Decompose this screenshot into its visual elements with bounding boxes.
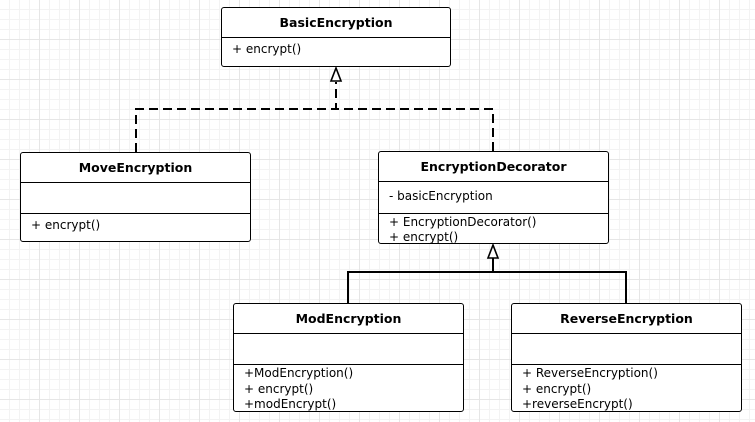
attributes-compartment [21,183,250,213]
class-encryption-decorator[interactable]: EncryptionDecorator - basicEncryption + … [378,151,609,244]
method: + ReverseEncryption() [522,366,658,380]
inheritance-arrowhead [486,242,500,259]
inheritance-mod-to-decorator [347,271,493,303]
class-move-encryption[interactable]: MoveEncryption + encrypt() [20,152,251,242]
methods-compartment: + ReverseEncryption() + encrypt() +rever… [512,364,741,415]
method: + encrypt() [244,381,314,396]
methods-compartment: +ModEncryption() + encrypt() +modEncrypt… [234,364,463,415]
method: + EncryptionDecorator() [389,215,537,229]
realization-decorator-to-basic [335,82,494,151]
class-mod-encryption[interactable]: ModEncryption +ModEncryption() + encrypt… [233,303,464,412]
method: + encrypt() [31,218,101,232]
method: +ModEncryption() [244,366,354,380]
methods-compartment: + encrypt() [21,213,250,235]
class-name: ModEncryption [234,304,463,334]
class-name: MoveEncryption [21,153,250,183]
method: + encrypt() [389,230,459,244]
method: +reverseEncrypt() [522,397,633,411]
inheritance-reverse-to-decorator [492,258,627,303]
class-name: EncryptionDecorator [379,152,608,182]
attributes-compartment [234,334,463,364]
methods-compartment: + EncryptionDecorator() + encrypt() [379,213,608,247]
class-name: BasicEncryption [222,8,450,38]
attribute: - basicEncryption [389,189,493,203]
realization-arrowhead [329,65,343,82]
class-name: ReverseEncryption [512,304,741,334]
attributes-compartment: - basicEncryption [379,182,608,213]
attributes-compartment [512,334,741,364]
realization-move-to-basic [135,108,336,152]
methods-compartment: + encrypt() [222,38,450,59]
class-basic-encryption[interactable]: BasicEncryption + encrypt() [221,7,451,67]
method: + encrypt() [522,381,592,396]
class-reverse-encryption[interactable]: ReverseEncryption + ReverseEncryption() … [511,303,742,412]
method: + encrypt() [232,42,302,56]
method: +modEncrypt() [244,397,337,411]
